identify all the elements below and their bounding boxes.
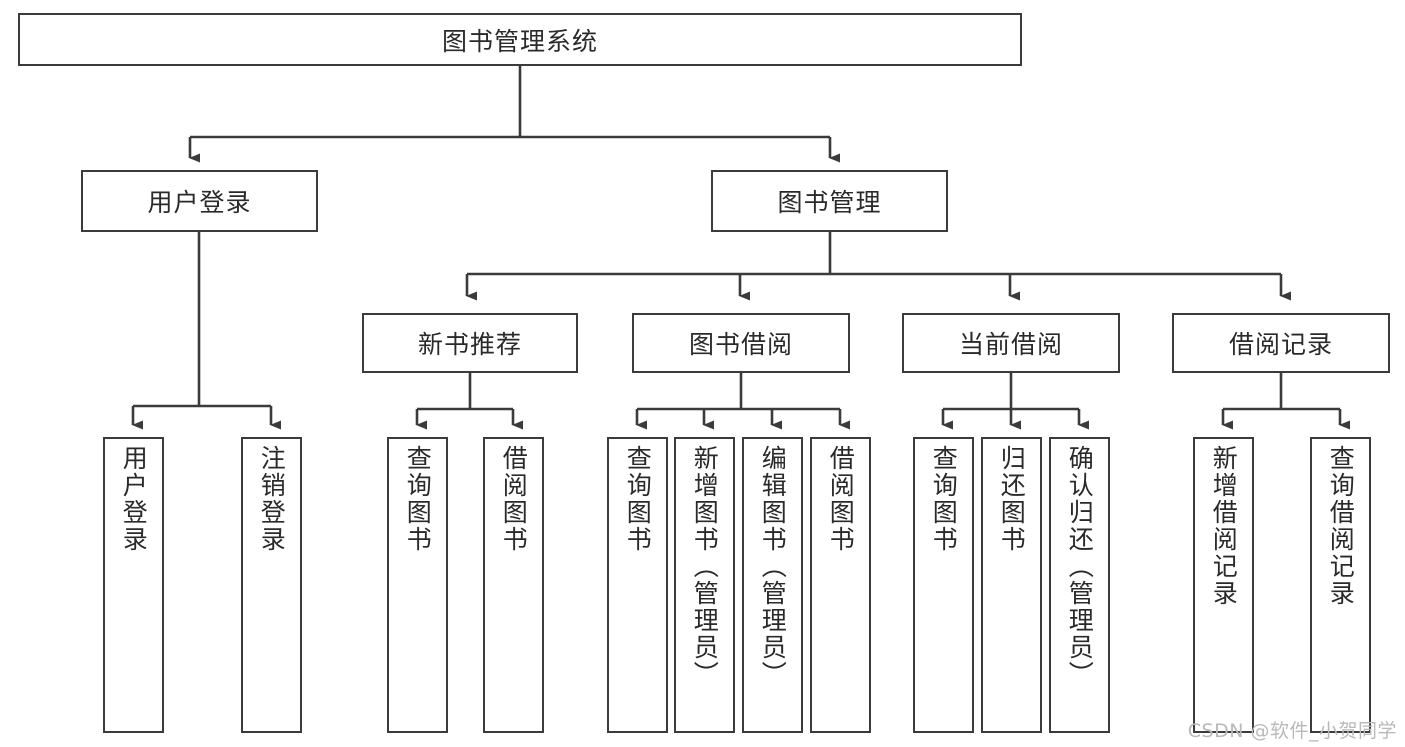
node-new-book-recommend-label: 新书推荐 xyxy=(417,330,522,359)
node-new-book-recommend[interactable]: 新书推荐 xyxy=(362,313,578,373)
node-book-borrow-label: 图书借阅 xyxy=(688,330,793,359)
node-leaf-query-book-3[interactable]: 查询图书 xyxy=(913,437,974,733)
node-leaf-user-login[interactable]: 用户登录 xyxy=(103,437,164,733)
node-leaf-borrow-book-1-label: 借阅图书 xyxy=(499,445,529,553)
node-leaf-query-book-2[interactable]: 查询图书 xyxy=(607,437,668,733)
node-leaf-confirm-return-label: 确认归还（管理员） xyxy=(1065,445,1095,688)
node-leaf-borrow-book-2[interactable]: 借阅图书 xyxy=(810,437,871,733)
node-leaf-borrow-book-1[interactable]: 借阅图书 xyxy=(483,437,544,733)
node-borrow-record[interactable]: 借阅记录 xyxy=(1172,313,1390,373)
node-book-manage-label: 图书管理 xyxy=(777,188,882,217)
node-leaf-logout-login-label: 注销登录 xyxy=(257,445,287,553)
node-user-login[interactable]: 用户登录 xyxy=(81,170,318,232)
node-leaf-logout-login[interactable]: 注销登录 xyxy=(241,437,302,733)
node-leaf-confirm-return[interactable]: 确认归还（管理员） xyxy=(1049,437,1110,733)
node-leaf-edit-book[interactable]: 编辑图书（管理员） xyxy=(742,437,803,733)
node-book-manage[interactable]: 图书管理 xyxy=(711,170,948,232)
node-leaf-add-book[interactable]: 新增图书（管理员） xyxy=(674,437,735,733)
node-leaf-query-book-2-label: 查询图书 xyxy=(623,445,653,553)
node-leaf-user-login-label: 用户登录 xyxy=(119,445,149,553)
node-leaf-query-book-1[interactable]: 查询图书 xyxy=(387,437,448,733)
node-leaf-borrow-book-2-label: 借阅图书 xyxy=(826,445,856,553)
node-leaf-add-record[interactable]: 新增借阅记录 xyxy=(1193,437,1254,733)
node-root-label: 图书管理系统 xyxy=(441,26,598,56)
node-leaf-query-record[interactable]: 查询借阅记录 xyxy=(1310,437,1371,733)
node-book-borrow[interactable]: 图书借阅 xyxy=(632,313,850,373)
node-leaf-add-book-label: 新增图书（管理员） xyxy=(690,445,720,688)
node-leaf-query-book-1-label: 查询图书 xyxy=(403,445,433,553)
node-leaf-add-record-label: 新增借阅记录 xyxy=(1209,445,1239,607)
node-user-login-label: 用户登录 xyxy=(147,188,252,217)
node-borrow-record-label: 借阅记录 xyxy=(1228,330,1333,359)
node-leaf-return-book-label: 归还图书 xyxy=(997,445,1027,553)
node-leaf-query-record-label: 查询借阅记录 xyxy=(1326,445,1356,607)
node-current-borrow[interactable]: 当前借阅 xyxy=(902,313,1120,373)
node-current-borrow-label: 当前借阅 xyxy=(958,330,1063,359)
node-leaf-query-book-3-label: 查询图书 xyxy=(929,445,959,553)
node-root[interactable]: 图书管理系统 xyxy=(18,13,1022,66)
watermark-text: CSDN @软件_小贺同学 xyxy=(1187,720,1397,742)
node-leaf-edit-book-label: 编辑图书（管理员） xyxy=(758,445,788,688)
node-leaf-return-book[interactable]: 归还图书 xyxy=(981,437,1042,733)
